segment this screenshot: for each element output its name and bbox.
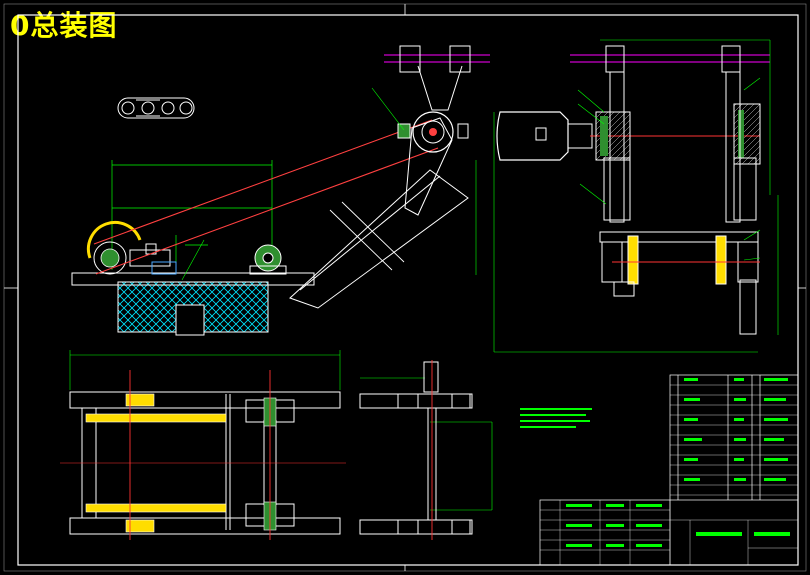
front-elevation-view xyxy=(71,45,490,336)
drive-sprocket xyxy=(93,241,127,275)
upper-chain-strand xyxy=(85,413,227,423)
chain-link-detail xyxy=(117,97,195,119)
title-block xyxy=(539,374,799,566)
inclined-conveyor-arm xyxy=(289,117,469,309)
arm-section-cut xyxy=(329,201,405,271)
side-elevation-view xyxy=(493,39,779,353)
lower-sprocket-right xyxy=(715,235,727,285)
dimension-lines xyxy=(111,160,273,270)
leader-lines xyxy=(181,87,477,281)
transmission-chain xyxy=(93,119,439,275)
lower-sprocket-left xyxy=(627,235,639,285)
technical-notes xyxy=(520,408,592,428)
side-leader-lines xyxy=(577,77,761,261)
side-overhead-rail xyxy=(570,54,770,63)
lower-chain-strand xyxy=(85,503,227,513)
sprocket-arc xyxy=(86,220,142,259)
side-dimension-lines xyxy=(493,39,779,353)
drawing-frame xyxy=(3,3,807,572)
pivot-wheel xyxy=(412,111,454,153)
drive-motor xyxy=(496,111,569,161)
title-block-text-marks xyxy=(566,378,790,547)
plan-view xyxy=(60,350,592,540)
